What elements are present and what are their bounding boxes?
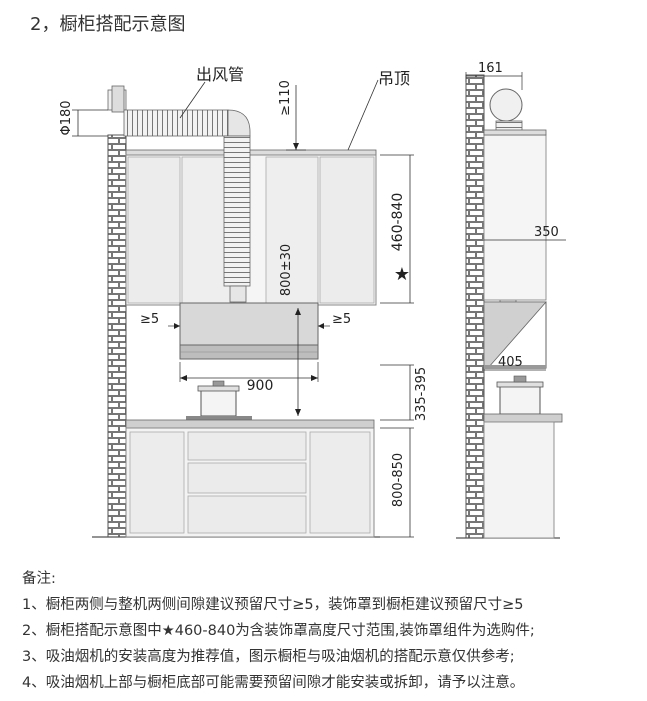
side-pot (496, 375, 544, 415)
upper-cabinets (125, 154, 377, 306)
note-item: 4、吸油烟机上部与橱柜底部可能需要预留间隙才能安装或拆卸，请予以注意。 (22, 675, 525, 691)
dim-gap-top (286, 85, 306, 151)
dim-gap-left-label: ≥5 (140, 312, 159, 327)
notes-title: 备注: (22, 571, 56, 587)
dim-width-label: 900 (247, 378, 274, 394)
cooking-pot (197, 380, 240, 417)
dim-width (179, 362, 319, 382)
exhaust-duct (107, 85, 251, 303)
dim-gap-right-label: ≥5 (332, 312, 351, 327)
brick-wall (107, 134, 127, 538)
dim-cover-height (380, 154, 414, 304)
dim-side-161-label: 161 (478, 61, 503, 76)
diagram-heading: 2，橱柜搭配示意图 (30, 14, 186, 35)
side-cabinet (483, 134, 547, 301)
side-brick-wall (465, 74, 485, 539)
notes-section: 备注: 1、橱柜两侧与整机两侧间隙建议预留尺寸≥5，装饰罩到橱柜建议预留尺寸≥5… (22, 566, 535, 696)
dim-counter-height (380, 427, 414, 538)
note-item: 2、橱柜搭配示意图中★460-840为含装饰罩高度尺寸范围,装饰罩组件为选购件; (22, 623, 535, 639)
ceiling-panel (125, 149, 377, 156)
note-item: 3、吸油烟机的安装高度为推荐值，图示橱柜与吸油烟机的搭配示意仅供参考; (22, 649, 515, 665)
dim-side-405-label: 405 (498, 355, 523, 370)
star-mark: ★ (394, 264, 410, 285)
dim-side-350-label: 350 (534, 225, 559, 240)
side-ceiling (483, 129, 547, 136)
dim-side-161 (465, 72, 523, 90)
dim-counter-height-label: 800-850 (391, 453, 406, 507)
dim-diameter (72, 109, 108, 137)
stove-top (186, 416, 252, 420)
dim-cover-height-label: 460-840 (390, 193, 406, 252)
dim-gap-sides (168, 323, 330, 329)
dim-hood-to-pot (380, 364, 414, 421)
dim-gap-top-label: ≥110 (278, 80, 293, 116)
outlet-duct-label: 出风管 (196, 65, 244, 84)
duct-leader (179, 81, 206, 119)
ceiling-label: 吊顶 (378, 69, 410, 88)
dim-install-height-label: 800±30 (279, 244, 294, 296)
cabinet-diagram: Φ180 ≥110 460-840 ★ 800±30 ≥5 ≥5 900 (59, 61, 566, 539)
note-item: 1、橱柜两侧与整机两侧间隙建议预留尺寸≥5，装饰罩到橱柜建议预留尺寸≥5 (22, 597, 524, 613)
ceiling-leader (347, 79, 379, 151)
range-hood (179, 302, 319, 360)
dim-install-height (295, 308, 301, 416)
dim-hood-to-pot-label: 335-395 (414, 367, 429, 421)
side-hood (483, 301, 547, 369)
dim-diameter-label: Φ180 (59, 100, 74, 135)
side-counter (483, 413, 563, 539)
base-cabinet (125, 419, 375, 538)
